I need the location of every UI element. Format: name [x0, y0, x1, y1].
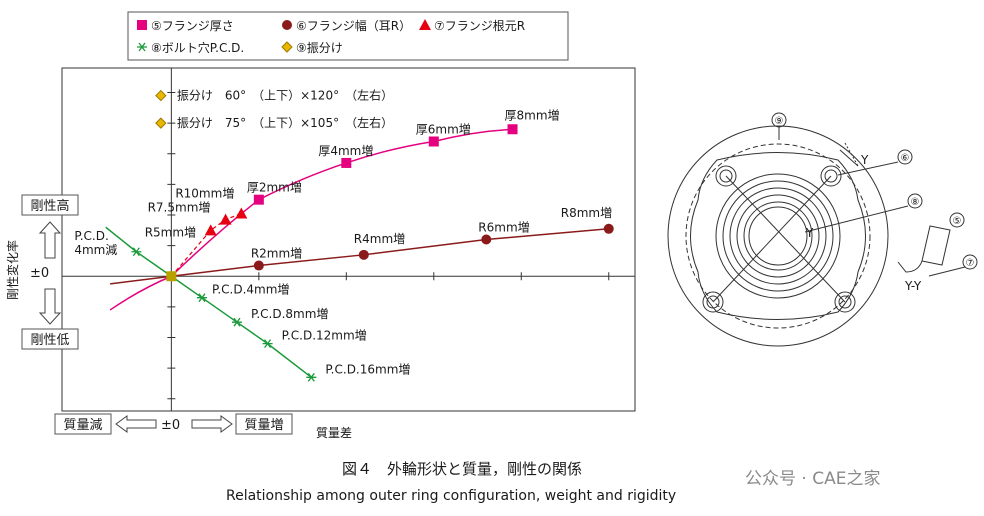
y-neg-label: 剛性低 [30, 333, 69, 348]
data-label: R8mm増 [561, 206, 612, 220]
series-line [109, 128, 513, 311]
square-marker [428, 136, 439, 147]
series-layer: 厚2mm増 厚4mm増 厚6mm増 厚8mm増 R2mm増 R4mm増 R6mm増 R8mm増… [74, 88, 614, 382]
data-label: 厚4mm増 [318, 144, 373, 158]
y-pos-box [21, 194, 79, 216]
data-label: 厚6mm増 [416, 123, 471, 137]
asterisk-marker [231, 317, 242, 327]
caption-title: 図４ 外輪形状と質量，剛性の関係 [342, 460, 582, 478]
arrow-down-icon [38, 288, 62, 325]
circle-marker [603, 223, 614, 234]
y-axis-label: 剛性変化率 [5, 240, 20, 300]
y-pos-label: 剛性高 [30, 198, 69, 214]
legend-box [127, 11, 569, 61]
circle-marker [358, 249, 369, 260]
square-marker [507, 124, 518, 135]
data-label: R6mm増 [478, 221, 529, 235]
data-label: R2mm増 [251, 247, 302, 261]
series-4: 振分け 60° （上下）×120° （左右） 振分け 75° （上下）×105° … [155, 88, 393, 130]
diamond-marker [155, 117, 167, 129]
bearing-diagram [667, 112, 978, 347]
diagram-label-6: ⑥ [901, 153, 910, 164]
circle-marker [481, 234, 492, 245]
arrow-left-icon [115, 415, 157, 433]
square-marker [253, 194, 264, 205]
square-marker [137, 20, 147, 30]
data-label: 厚2mm増 [247, 181, 302, 195]
asterisk-marker [262, 339, 273, 349]
x-neg-box [54, 413, 112, 435]
arrow-right-icon [191, 415, 233, 433]
caption-subtitle: Relationship among outer ring configurat… [226, 488, 676, 504]
legend-item-label: ⑦フランジ根元R [434, 19, 525, 33]
plot-frame [61, 67, 636, 412]
diagram-label-yy: Y-Y [904, 279, 922, 293]
diagram-label-y-mid: Y [805, 226, 814, 240]
y-neg-box [21, 328, 79, 350]
legend-item-label: ⑧ボルト穴P.C.D. [151, 40, 244, 55]
callout-circle-8 [907, 193, 923, 209]
x-neg-label: 質量減 [63, 417, 102, 433]
y-zero-label: ±0 [30, 266, 49, 281]
triangle-marker [219, 213, 232, 225]
asterisk-marker [196, 293, 207, 303]
x-axis-label: 質量差 [316, 425, 352, 440]
triangle-marker [204, 224, 217, 236]
diagram-label-y-top: Y [860, 153, 869, 167]
legend-item-label: ⑤フランジ厚さ [151, 19, 234, 33]
legend: ⑤フランジ厚さ ⑥フランジ幅（耳R） ⑦フランジ根元R ⑧ボルト穴P.C.D. ⑨振分け [127, 11, 569, 61]
diagram-labels: ⑨ ⑥ ⑧ ⑤ ⑦ Y Y Y-Y [775, 116, 975, 293]
callout-circle-6 [897, 149, 913, 165]
data-label: P.C.D.8mm増 [251, 307, 328, 321]
square-marker [166, 271, 177, 282]
watermark: 公众号 · CAE之家 [745, 469, 880, 489]
data-label: R4mm増 [354, 232, 405, 246]
asterisk-marker [306, 372, 317, 382]
data-label: R7.5mm増 [148, 201, 211, 215]
data-label: 厚8mm増 [505, 108, 560, 122]
circle-marker [253, 260, 264, 271]
series-1: R2mm増 R4mm増 R6mm増 R8mm増 [110, 206, 614, 285]
x-pos-box [235, 413, 293, 435]
triangle-marker [235, 207, 248, 219]
legend-item-label: ⑥フランジ幅（耳R） [296, 18, 411, 33]
callout-circle-7 [962, 254, 978, 270]
diagram-label-9: ⑨ [775, 116, 784, 127]
diamond-marker [155, 89, 167, 102]
diagram-label-8: ⑧ [911, 197, 920, 208]
x-axis: 質量減 ±0 質量増 質量差 [54, 413, 352, 440]
data-label: P.C.D.4mm増 [212, 283, 289, 297]
asterisk-marker [131, 247, 142, 257]
axes [62, 68, 635, 411]
diamond-marker [281, 41, 293, 53]
square-marker [341, 157, 352, 168]
diagram-label-5: ⑤ [953, 216, 962, 227]
data-label: R5mm増 [145, 225, 196, 239]
series-3: P.C.D.4mm減 P.C.D.4mm増 P.C.D.8mm増 P.C.D.12mm… [74, 226, 410, 382]
y-axis: 剛性変化率 剛性高 ±0 剛性低 [5, 194, 79, 350]
data-label: P.C.D.12mm増 [282, 329, 367, 343]
arrow-up-icon [38, 221, 62, 259]
data-label: 振分け 75° （上下）×105° （左右） [177, 115, 393, 130]
diagram-label-7: ⑦ [966, 258, 975, 269]
x-pos-label: 質量増 [244, 418, 283, 433]
x-zero-label: ±0 [161, 418, 180, 433]
circle-marker [282, 20, 292, 30]
legend-item-label: ⑨振分け [296, 41, 343, 55]
series-line [170, 212, 242, 277]
triangle-marker [419, 19, 431, 30]
callout-circle-9 [771, 112, 787, 128]
callout-circle-5 [949, 212, 965, 228]
data-label: R10mm増 [175, 186, 234, 200]
asterisk-marker [137, 42, 147, 52]
data-label: P.C.D.16mm増 [325, 362, 410, 376]
data-label: 振分け 60° （上下）×120° （左右） [177, 88, 393, 103]
data-label: P.C.D.4mm減 [74, 229, 117, 257]
